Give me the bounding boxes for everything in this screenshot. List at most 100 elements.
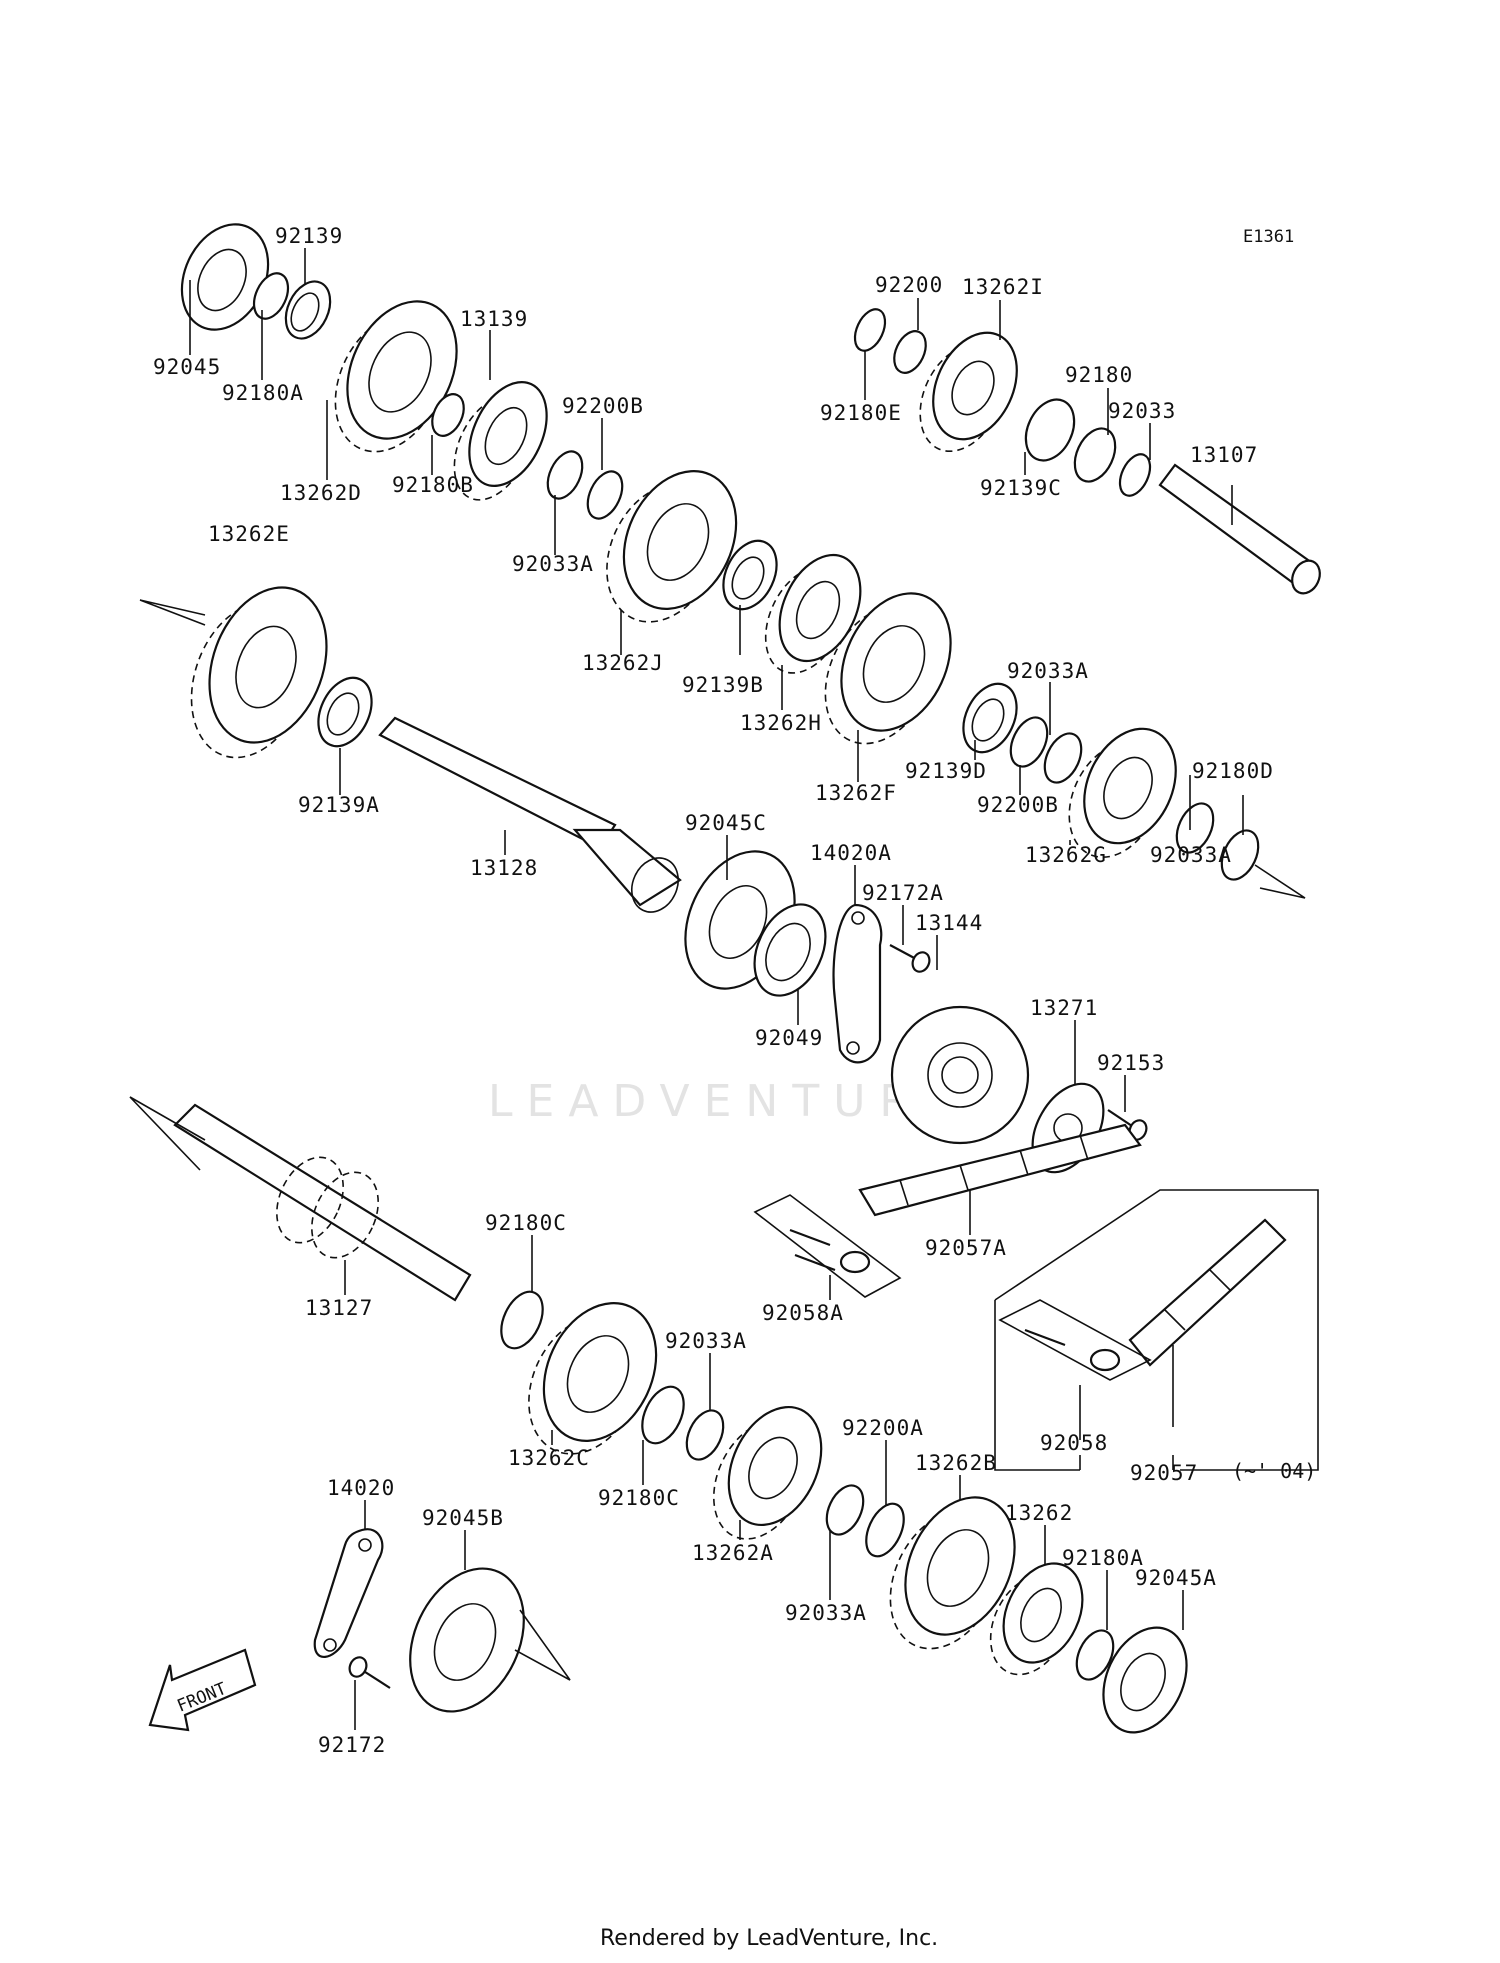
part-92180B-washer[interactable] (426, 389, 470, 441)
part-92057-chain[interactable] (1128, 1218, 1287, 1367)
part-92033A-circlip-mid[interactable] (1038, 728, 1089, 789)
part-92180E-washer[interactable] (849, 305, 891, 356)
part-92045A-bearing[interactable] (1087, 1614, 1202, 1746)
part-92033-circlip[interactable] (1114, 450, 1156, 501)
label-92200B-top: 92200B (562, 394, 644, 418)
part-92049-seal[interactable] (741, 893, 840, 1007)
part-14020-plate[interactable] (313, 1528, 384, 1658)
part-92200B-washer-mid[interactable] (1004, 712, 1055, 773)
label-13262G: 13262G (1025, 843, 1107, 867)
label-92139B: 92139B (682, 673, 764, 697)
part-92033A-circlip-low[interactable] (680, 1405, 731, 1466)
direction-arrow-right (1254, 864, 1306, 899)
part-13262E-gear[interactable] (171, 571, 347, 774)
part-92200-washer[interactable] (888, 326, 932, 378)
label-13262A: 13262A (692, 1541, 774, 1565)
label-13127: 13127 (305, 1296, 373, 1320)
label-92139: 92139 (275, 224, 343, 248)
part-92200B-washer-top[interactable] (581, 466, 629, 524)
part-92057A-chain[interactable] (858, 1123, 1142, 1217)
part-13144-sprocket[interactable] (890, 1005, 1030, 1145)
label-92033: 92033 (1108, 399, 1176, 423)
part-13107-shaft[interactable] (1158, 463, 1325, 598)
part-92172-screw[interactable] (347, 1655, 391, 1689)
label-92033A-mid: 92033A (1007, 659, 1089, 683)
part-92058-master-link[interactable] (998, 1299, 1152, 1381)
label-13262E: 13262E (208, 522, 290, 546)
watermark: LEADVENTURE (488, 1076, 966, 1127)
label-13262C: 13262C (508, 1446, 590, 1470)
label-92180C-bot: 92180C (598, 1486, 680, 1510)
front-direction-arrow: FRONT (148, 1648, 257, 1732)
part-92180D-washer[interactable] (1215, 825, 1266, 886)
label-92058: 92058 (1040, 1431, 1108, 1455)
part-92045B-bearing[interactable] (388, 1550, 546, 1730)
label-92180: 92180 (1065, 363, 1133, 387)
label-92200: 92200 (875, 273, 943, 297)
label-13262: 13262 (1005, 1501, 1073, 1525)
part-92200A-washer[interactable] (859, 1498, 912, 1562)
label-14020A: 14020A (810, 841, 892, 865)
label-92153: 92153 (1097, 1051, 1165, 1075)
part-13262I-gear[interactable] (904, 319, 1033, 465)
part-92180C-washer-bot[interactable] (634, 1380, 692, 1450)
chain-kit-box (994, 1189, 1319, 1471)
part-13262D-gear[interactable] (314, 284, 477, 470)
label-92139D: 92139D (905, 759, 987, 783)
part-92180A-washer[interactable] (247, 268, 294, 324)
part-13262F-gear[interactable] (804, 576, 971, 762)
label-13139: 13139 (460, 307, 528, 331)
part-13262-gear[interactable] (975, 1551, 1097, 1688)
direction-arrow-bottom (514, 1609, 571, 1681)
part-92139A-bush[interactable] (308, 669, 382, 755)
direction-arrow-bottom-left (129, 1096, 206, 1171)
part-13262G-gear[interactable] (1052, 714, 1194, 872)
part-13127-shaft[interactable] (173, 1103, 472, 1302)
part-13262A-gear[interactable] (696, 1392, 840, 1554)
label-92180B: 92180B (392, 473, 474, 497)
label-92180E: 92180E (820, 401, 902, 425)
label-92058A: 92058A (762, 1301, 844, 1325)
part-92139-bush[interactable] (277, 274, 339, 345)
part-13262C-gear[interactable] (507, 1285, 677, 1472)
label-13262H: 13262H (740, 711, 822, 735)
part-14020A-plate[interactable] (832, 903, 883, 1064)
label-92200A: 92200A (842, 1416, 924, 1440)
label-92033A-top: 92033A (512, 552, 594, 576)
footer-credit: Rendered by LeadVenture, Inc. (600, 1926, 938, 1951)
part-92172A-screw[interactable] (889, 944, 932, 974)
part-13262B-gear[interactable] (869, 1480, 1035, 1667)
part-92033A-circlip-bot[interactable] (820, 1480, 871, 1541)
label-13262J: 13262J (582, 651, 664, 675)
note-year: (~' 04) (1232, 1459, 1316, 1483)
label-92180A-bot: 92180A (1062, 1546, 1144, 1570)
part-92033A-circlip-top[interactable] (541, 446, 589, 504)
label-13262I: 13262I (962, 275, 1044, 299)
part-92180C-washer-top[interactable] (493, 1285, 551, 1355)
part-92180A-washer-bot[interactable] (1070, 1625, 1121, 1686)
label-92033A-bot: 92033A (785, 1601, 867, 1625)
label-13128: 13128 (470, 856, 538, 880)
label-92033A-low: 92033A (665, 1329, 747, 1353)
part-92180-washer[interactable] (1067, 422, 1123, 488)
label-92139C: 92139C (980, 476, 1062, 500)
label-92172A: 92172A (862, 881, 944, 905)
part-13139-gear[interactable] (439, 370, 562, 512)
part-92139C-bush[interactable] (1017, 392, 1084, 469)
part-92033A-circlip-right[interactable] (1170, 798, 1221, 859)
label-92033A-right: 92033A (1150, 843, 1232, 867)
label-13262D: 13262D (280, 481, 362, 505)
part-92058A-master-link[interactable] (753, 1194, 902, 1298)
label-92200B-mid: 92200B (977, 793, 1059, 817)
leader-lines (189, 248, 1244, 1730)
part-13128-shaft[interactable] (378, 716, 687, 920)
label-13262B: 13262B (915, 1451, 997, 1475)
label-92057: 92057 (1130, 1461, 1198, 1485)
label-92139A: 92139A (298, 793, 380, 817)
label-92045C: 92045C (685, 811, 767, 835)
part-92139B-bush[interactable] (713, 532, 787, 618)
label-92045A: 92045A (1135, 1566, 1217, 1590)
part-13262J-gear[interactable] (585, 453, 757, 640)
label-92057A: 92057A (925, 1236, 1007, 1260)
